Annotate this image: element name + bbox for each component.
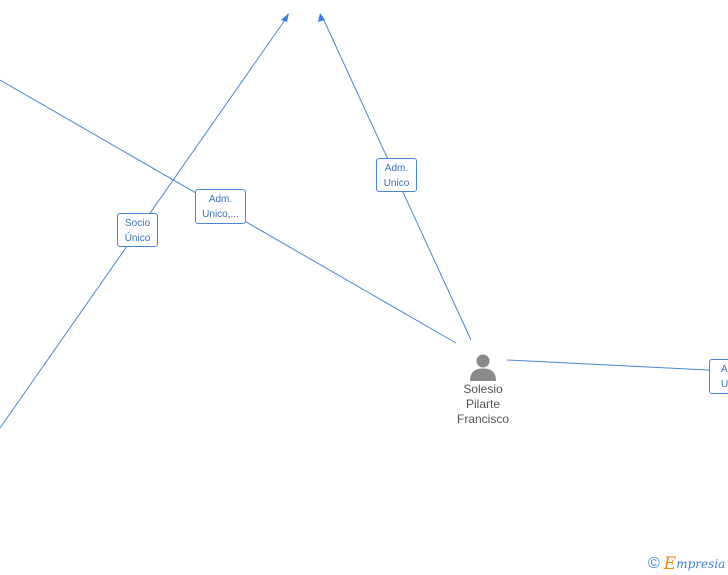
edge-label-socio-unico[interactable]: Socio Único — [117, 213, 158, 247]
edge-label-line: Adm. — [384, 163, 409, 174]
edge-label-adm-unico-right-partial[interactable]: Adm. Unico — [709, 359, 728, 394]
person-icon — [470, 354, 496, 381]
edge-label-line: Unico,... — [202, 209, 239, 220]
edge-label-line: Único — [124, 233, 151, 244]
arrowhead-adm-unico — [318, 13, 325, 22]
copyright-symbol: © — [648, 555, 660, 572]
person-node[interactable]: Solesio Pilarte Francisco — [445, 352, 521, 427]
edge-label-line: Unico — [721, 379, 728, 390]
edge-label-adm-unico[interactable]: Adm. Unico — [376, 158, 417, 192]
edge-label-line: Socio — [124, 218, 150, 229]
brand-name: mpresia — [676, 557, 726, 571]
edge-label-line: Unico — [383, 178, 410, 189]
person-name-line: Francisco — [456, 412, 509, 426]
footer-brand[interactable]: © E mpresia — [648, 554, 725, 574]
edge-label-line: Adm. — [721, 364, 728, 375]
person-name-line: Solesio — [463, 382, 503, 396]
edge-adm-unico-right — [506, 359, 728, 372]
edge-label-line: Adm. — [208, 194, 233, 205]
edge-label-adm-unico-truncated[interactable]: Adm. Unico,... — [195, 189, 246, 224]
person-name-line: Pilarte — [465, 397, 500, 411]
brand-initial: E — [663, 554, 677, 574]
arrowhead-socio-unico — [281, 13, 289, 22]
